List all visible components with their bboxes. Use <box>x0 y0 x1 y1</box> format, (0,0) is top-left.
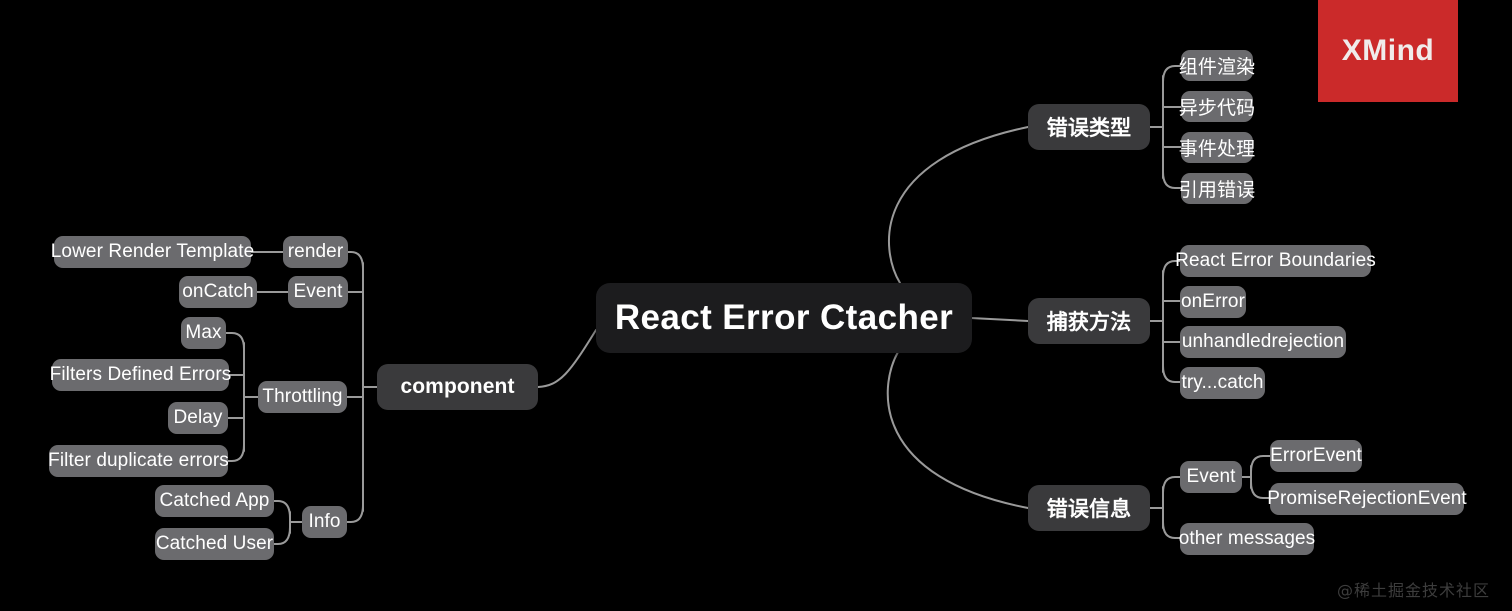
leaf-label: Delay <box>173 407 223 428</box>
leaf-label: 组件渲染 <box>1178 56 1256 78</box>
leaf-label: React Error Boundaries <box>1175 250 1376 271</box>
leaf-delay[interactable]: Delay <box>168 402 228 434</box>
link-event-c1 <box>1250 455 1271 473</box>
branch-error-type-label: 错误类型 <box>1046 116 1132 140</box>
leaf-label: Max <box>185 322 222 343</box>
watermark-label: @稀土掘金技术社区 <box>1336 581 1490 600</box>
node-label: render <box>287 241 344 262</box>
branch-error-info-label: 错误信息 <box>1046 497 1132 521</box>
link-info-c1 <box>273 500 291 519</box>
leaf-oncatch[interactable]: onCatch <box>179 276 257 308</box>
leaf-max[interactable]: Max <box>181 317 226 349</box>
branch-component-label: component <box>400 375 515 398</box>
leaf-label: other messages <box>1178 528 1316 549</box>
link-throttling-c1 <box>225 332 245 350</box>
link-errorinfo-c1 <box>1162 476 1181 494</box>
node-label: Throttling <box>262 386 343 407</box>
link-component-c1 <box>346 251 364 270</box>
leaf-unhandledrejection[interactable]: unhandledrejection <box>1180 326 1346 358</box>
link-throttling-c4 <box>227 444 245 462</box>
leaf-component-render[interactable]: 组件渲染 <box>1178 50 1256 81</box>
leaf-errorevent[interactable]: ErrorEvent <box>1270 440 1362 472</box>
leaf-onerror[interactable]: onError <box>1180 286 1246 318</box>
leaf-reference-error[interactable]: 引用错误 <box>1178 173 1256 204</box>
leaf-label: unhandledrejection <box>1181 331 1345 352</box>
link-info-c2 <box>273 526 291 545</box>
leaf-label: Filters Defined Errors <box>49 364 232 385</box>
leaf-other-messages[interactable]: other messages <box>1178 523 1316 555</box>
watermark: @稀土掘金技术社区 <box>1337 577 1490 601</box>
leaf-label: PromiseRejectionEvent <box>1267 488 1467 509</box>
node-label: Event <box>293 281 343 302</box>
node-render[interactable]: render <box>283 236 348 268</box>
branch-error-type[interactable]: 错误类型 <box>1028 104 1150 150</box>
link-root-capture <box>970 317 1029 322</box>
xmind-logo-label: XMind <box>1341 34 1435 67</box>
node-throttling[interactable]: Throttling <box>258 381 347 413</box>
root-node-label: React Error Ctacher <box>614 298 954 337</box>
leaf-catched-user[interactable]: Catched User <box>155 528 274 560</box>
leaf-label: try...catch <box>1181 372 1264 393</box>
node-label: Info <box>308 511 341 532</box>
leaf-label: Catched App <box>159 490 270 511</box>
branch-component[interactable]: component <box>377 364 538 410</box>
link-component-c4 <box>346 504 364 523</box>
leaf-promiserejectionevent[interactable]: PromiseRejectionEvent <box>1267 483 1467 515</box>
node-info[interactable]: Info <box>302 506 347 538</box>
leaf-filters-defined-errors[interactable]: Filters Defined Errors <box>49 359 232 391</box>
xmind-logo[interactable]: XMind <box>1318 0 1458 102</box>
leaf-label: Lower Render Template <box>50 241 255 262</box>
leaf-label: ErrorEvent <box>1270 445 1362 466</box>
leaf-label: 异步代码 <box>1178 97 1256 119</box>
leaf-label: Catched User <box>155 533 274 554</box>
link-root-error-info <box>886 351 1029 509</box>
leaf-react-error-boundaries[interactable]: React Error Boundaries <box>1175 245 1376 277</box>
leaf-filter-duplicate-errors[interactable]: Filter duplicate errors <box>48 445 229 477</box>
leaf-event-handling[interactable]: 事件处理 <box>1178 132 1256 163</box>
link-capture-c4 <box>1162 365 1181 383</box>
node-event-left[interactable]: Event <box>288 276 348 308</box>
leaf-label: 事件处理 <box>1178 138 1256 160</box>
link-errorinfo-c2 <box>1162 521 1181 539</box>
leaf-label: Filter duplicate errors <box>48 450 229 471</box>
leaf-label: onError <box>1180 291 1246 312</box>
node-label: Event <box>1186 466 1236 487</box>
leaf-catched-app[interactable]: Catched App <box>155 485 274 517</box>
link-root-component <box>537 329 597 388</box>
branch-capture-method[interactable]: 捕获方法 <box>1028 298 1150 344</box>
leaf-label: onCatch <box>182 281 254 302</box>
leaf-async-code[interactable]: 异步代码 <box>1178 91 1256 122</box>
link-root-error-type <box>888 126 1029 284</box>
leaf-lower-render-template[interactable]: Lower Render Template <box>50 236 255 268</box>
root-node[interactable]: React Error Ctacher <box>596 283 972 353</box>
branch-capture-method-label: 捕获方法 <box>1046 310 1132 334</box>
leaf-label: 引用错误 <box>1178 179 1256 201</box>
leaf-try-catch[interactable]: try...catch <box>1180 367 1265 399</box>
node-event-right[interactable]: Event <box>1180 461 1242 493</box>
branch-error-info[interactable]: 错误信息 <box>1028 485 1150 531</box>
